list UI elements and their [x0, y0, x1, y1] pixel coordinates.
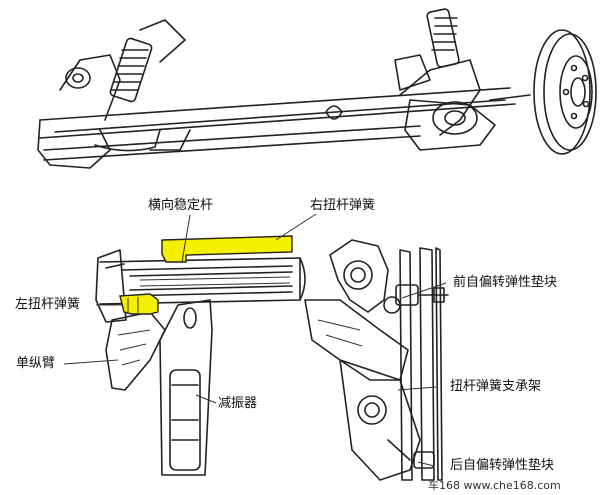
label-trailing-arm: 单纵臂 [16, 356, 56, 371]
label-front-bushing: 前自偏转弹性垫块 [453, 275, 558, 290]
label-rear-bushing: 后自偏转弹性垫块 [450, 458, 555, 473]
watermark: 车168 www.che168.com [428, 479, 561, 492]
left-torsion-spring-highlight [119, 293, 159, 315]
left-hub-assembly [37, 19, 191, 169]
stabilizer-bar-highlight [161, 235, 293, 263]
leader-lines [63, 213, 447, 467]
label-right-torsion-spring: 右扭杆弹簧 [310, 198, 376, 213]
right-hub-assembly [394, 8, 597, 155]
label-shock-absorber: 减振器 [218, 396, 258, 411]
label-spring-bracket: 扭杆弹簧支承架 [450, 379, 542, 394]
label-left-torsion-spring: 左扭杆弹簧 [15, 297, 81, 312]
label-stabilizer-bar: 横向稳定杆 [148, 198, 214, 213]
left-section-detail [95, 235, 306, 476]
right-bracket-detail [304, 239, 449, 481]
